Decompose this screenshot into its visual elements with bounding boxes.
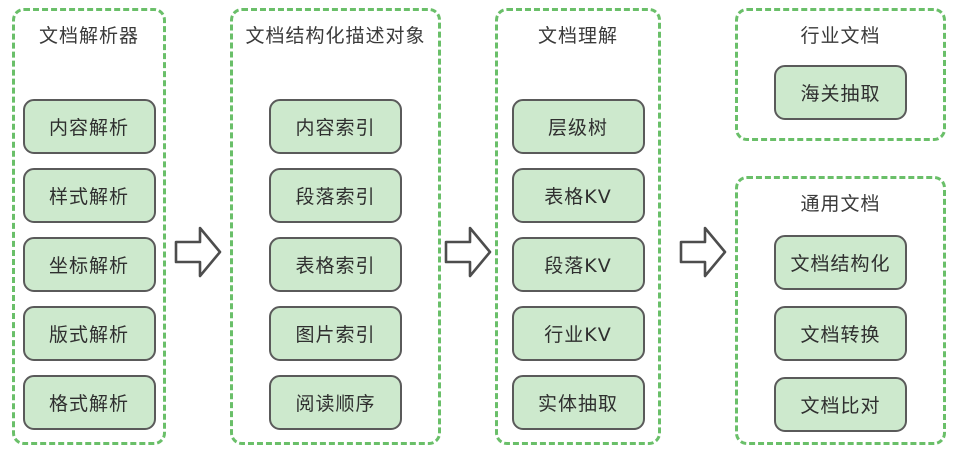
- panel-title-document-understanding: 文档理解: [537, 25, 618, 47]
- node-content-parse[interactable]: 内容解析: [22, 99, 156, 154]
- node-reading-order[interactable]: 阅读顺序: [269, 375, 402, 430]
- node-document-comparison[interactable]: 文档比对: [774, 377, 907, 432]
- panel-structured-description: 文档结构化描述对象 内容索引 段落索引 表格索引 图片索引 阅读顺序: [230, 8, 441, 445]
- arrow-right-icon: [174, 225, 222, 279]
- node-layout-parse[interactable]: 版式解析: [22, 306, 156, 361]
- panel-title-general-document: 通用文档: [800, 193, 881, 215]
- panel-title-structured-description: 文档结构化描述对象: [245, 25, 426, 47]
- panel-title-industry-document: 行业文档: [800, 25, 881, 47]
- arrow-right-icon: [444, 225, 492, 279]
- node-coordinate-parse[interactable]: 坐标解析: [22, 237, 156, 292]
- node-format-parse[interactable]: 格式解析: [22, 375, 156, 430]
- node-list-general-document: 文档结构化 文档转换 文档比对: [738, 235, 943, 432]
- node-table-kv[interactable]: 表格KV: [511, 168, 645, 223]
- node-paragraph-kv[interactable]: 段落KV: [511, 237, 645, 292]
- node-paragraph-index[interactable]: 段落索引: [269, 168, 402, 223]
- node-image-index[interactable]: 图片索引: [269, 306, 402, 361]
- panel-general-document: 通用文档 文档结构化 文档转换 文档比对: [735, 176, 946, 445]
- node-customs-extraction[interactable]: 海关抽取: [774, 65, 907, 120]
- panel-document-understanding: 文档理解 层级树 表格KV 段落KV 行业KV 实体抽取: [495, 8, 661, 445]
- node-document-structuring[interactable]: 文档结构化: [774, 235, 907, 290]
- panel-industry-document: 行业文档 海关抽取: [735, 8, 946, 141]
- node-list-structured-description: 内容索引 段落索引 表格索引 图片索引 阅读顺序: [233, 99, 438, 430]
- node-industry-kv[interactable]: 行业KV: [511, 306, 645, 361]
- arrow-right-icon: [679, 225, 727, 279]
- node-content-index[interactable]: 内容索引: [269, 99, 402, 154]
- node-style-parse[interactable]: 样式解析: [22, 168, 156, 223]
- panel-document-parser: 文档解析器 内容解析 样式解析 坐标解析 版式解析 格式解析: [12, 8, 166, 445]
- node-list-industry-document: 海关抽取: [738, 65, 943, 120]
- node-document-conversion[interactable]: 文档转换: [774, 306, 907, 361]
- node-hierarchy-tree[interactable]: 层级树: [511, 99, 645, 154]
- panel-title-document-parser: 文档解析器: [38, 25, 139, 47]
- node-table-index[interactable]: 表格索引: [269, 237, 402, 292]
- node-entity-extraction[interactable]: 实体抽取: [511, 375, 645, 430]
- node-list-document-parser: 内容解析 样式解析 坐标解析 版式解析 格式解析: [15, 99, 163, 430]
- node-list-document-understanding: 层级树 表格KV 段落KV 行业KV 实体抽取: [498, 99, 658, 430]
